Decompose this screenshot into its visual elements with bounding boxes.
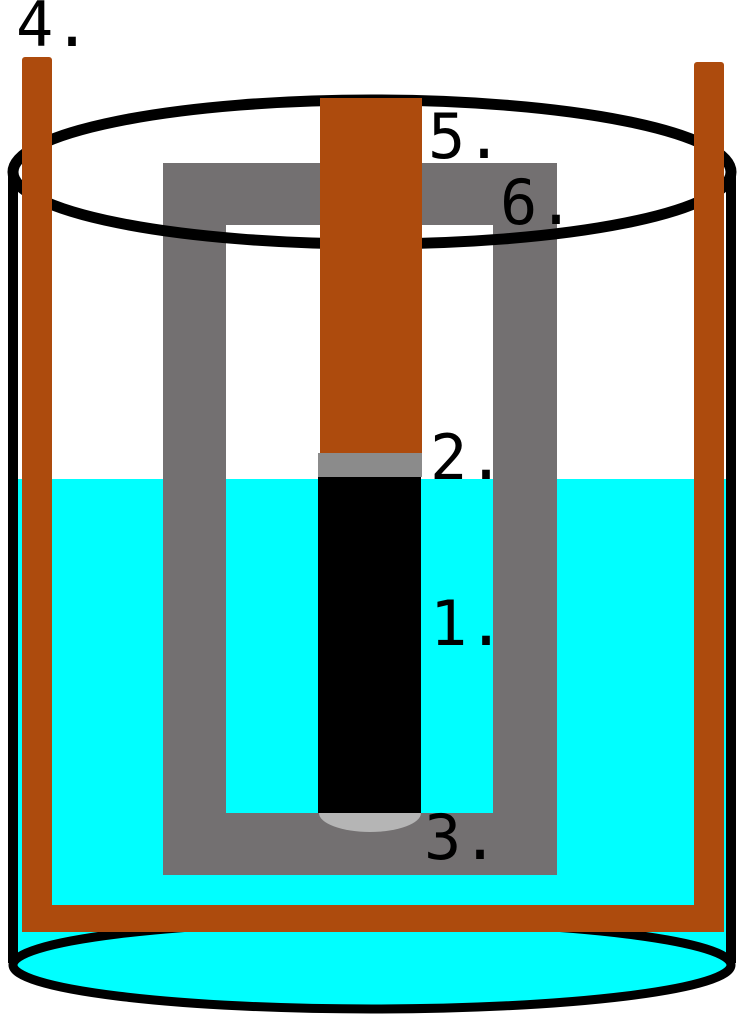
copper-assembly xyxy=(22,57,724,932)
copper-rod-left xyxy=(22,57,52,932)
label-5: 5. xyxy=(428,100,503,173)
electrode-rod xyxy=(318,477,421,813)
label-1: 1. xyxy=(430,587,505,660)
electrode-band xyxy=(318,453,422,477)
label-4: 4. xyxy=(16,0,91,61)
label-3: 3. xyxy=(424,801,499,874)
labels-group: 1. 2. 3. 4. 5. 6. xyxy=(16,0,575,874)
beaker-bottom-ellipse xyxy=(8,916,736,1014)
copper-rod-right xyxy=(694,62,724,932)
copper-rod-center xyxy=(320,98,422,453)
label-6: 6. xyxy=(500,166,575,239)
label-2: 2. xyxy=(430,421,505,494)
copper-bottom-bar xyxy=(22,905,724,932)
electrode-tip xyxy=(319,813,421,832)
